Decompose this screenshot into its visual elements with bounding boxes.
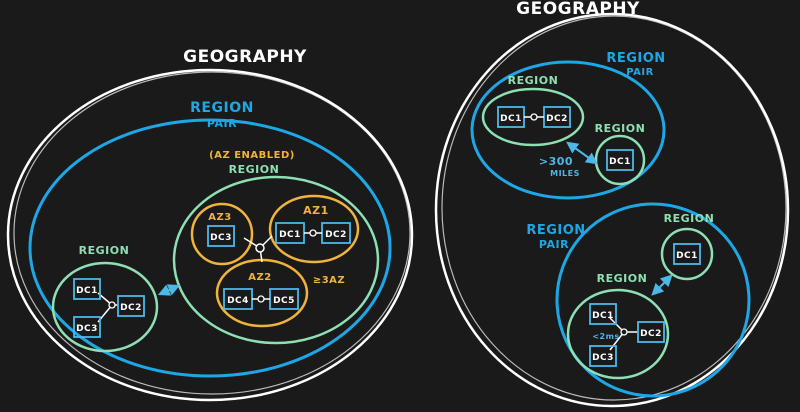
left-geography-boundary (6, 68, 414, 402)
svg-text:DC5: DC5 (273, 296, 295, 306)
bottom-pair-label: REGION (526, 223, 585, 238)
latency-label: <2ms (592, 332, 619, 341)
bottom-region-a-label: REGION (664, 212, 715, 225)
main-region-boundary (172, 175, 380, 345)
small-region-dc3: DC3 (73, 316, 101, 338)
svg-text:DC1: DC1 (500, 114, 522, 124)
left-geography: GEOGRAPHY REGION PAIR (AZ ENABLED) REGIO… (6, 47, 414, 402)
bottom-pair-link-arrow (651, 274, 673, 296)
bottom-region-b-label: REGION (597, 272, 648, 285)
small-region-dc1: DC1 (73, 278, 101, 300)
right-geography: GEOGRAPHY REGION PAIR REGION DC1 DC2 REG… (434, 0, 790, 408)
az1-label: AZ1 (303, 204, 329, 217)
az2-dc4: DC4 (223, 288, 253, 310)
top-pair-link-arrow (566, 141, 598, 165)
distance-label: >300 (539, 155, 573, 168)
top-pair-label: REGION (606, 51, 665, 66)
left-region-pair-label: REGION (190, 100, 254, 116)
main-region-label: REGION (229, 163, 280, 176)
az2-zone (215, 258, 309, 328)
right-geography-label: GEOGRAPHY (516, 0, 640, 19)
svg-text:DC3: DC3 (76, 324, 98, 334)
svg-text:DC2: DC2 (546, 114, 568, 124)
bottom-region-a-boundary (660, 227, 714, 281)
svg-text:DC2: DC2 (325, 230, 347, 240)
svg-text:DC3: DC3 (210, 233, 232, 243)
left-region-pair-boundary (28, 118, 392, 378)
top-region-pair-boundary (470, 60, 666, 200)
az-junction-node (255, 243, 265, 253)
svg-text:DC1: DC1 (592, 311, 614, 321)
top-region-b-label: REGION (595, 122, 646, 135)
top-region-a-label: REGION (508, 74, 559, 87)
svg-text:DC4: DC4 (227, 296, 249, 306)
small-region-links (97, 292, 118, 323)
svg-text:DC3: DC3 (592, 353, 614, 363)
az3-label: AZ3 (208, 212, 231, 223)
bottom-region-b-dc3: DC3 (589, 345, 617, 367)
svg-text:DC2: DC2 (640, 329, 662, 339)
svg-text:DC1: DC1 (279, 230, 301, 240)
az-enabled-label: (AZ ENABLED) (209, 150, 295, 161)
az2-dc5: DC5 (269, 288, 299, 310)
svg-text:DC1: DC1 (76, 286, 98, 296)
az3-zone (190, 202, 254, 266)
bottom-region-b-boundary (566, 288, 670, 380)
az-count-label: ≥3AZ (313, 275, 345, 286)
left-geography-label: GEOGRAPHY (183, 47, 307, 67)
left-region-pair-label-2: PAIR (207, 117, 237, 130)
right-geography-boundary-sketch (441, 15, 787, 401)
bottom-pair-label-2: PAIR (539, 238, 569, 251)
az1-dc1: DC1 (275, 222, 305, 244)
az1-zone (268, 194, 360, 264)
small-region-label: REGION (79, 244, 130, 257)
top-region-a-dc1: DC1 (497, 106, 525, 128)
bottom-region-b-dc1: DC1 (589, 303, 617, 325)
svg-text:DC2: DC2 (120, 303, 142, 313)
distance-label-2: MILES (550, 169, 580, 178)
top-region-a-boundary (481, 87, 585, 147)
svg-text:DC1: DC1 (676, 251, 698, 261)
top-region-a-dc2: DC2 (543, 106, 571, 128)
left-geography-boundary-sketch (13, 71, 411, 395)
svg-text:DC1: DC1 (609, 157, 631, 167)
top-pair-label-2: PAIR (626, 67, 654, 78)
bottom-region-pair-boundary (555, 202, 751, 398)
small-region-dc2: DC2 (117, 295, 145, 317)
right-geography-boundary (434, 12, 790, 408)
small-region-boundary (51, 261, 159, 353)
az2-label: AZ2 (248, 272, 271, 283)
az1-dc2: DC2 (321, 222, 351, 244)
left-region-link-arrow (157, 284, 181, 296)
az3-dc: DC3 (207, 225, 235, 247)
bottom-region-a-dc1: DC1 (673, 243, 701, 265)
top-region-b-dc1: DC1 (606, 149, 634, 171)
bottom-region-b-dc2: DC2 (637, 321, 665, 343)
